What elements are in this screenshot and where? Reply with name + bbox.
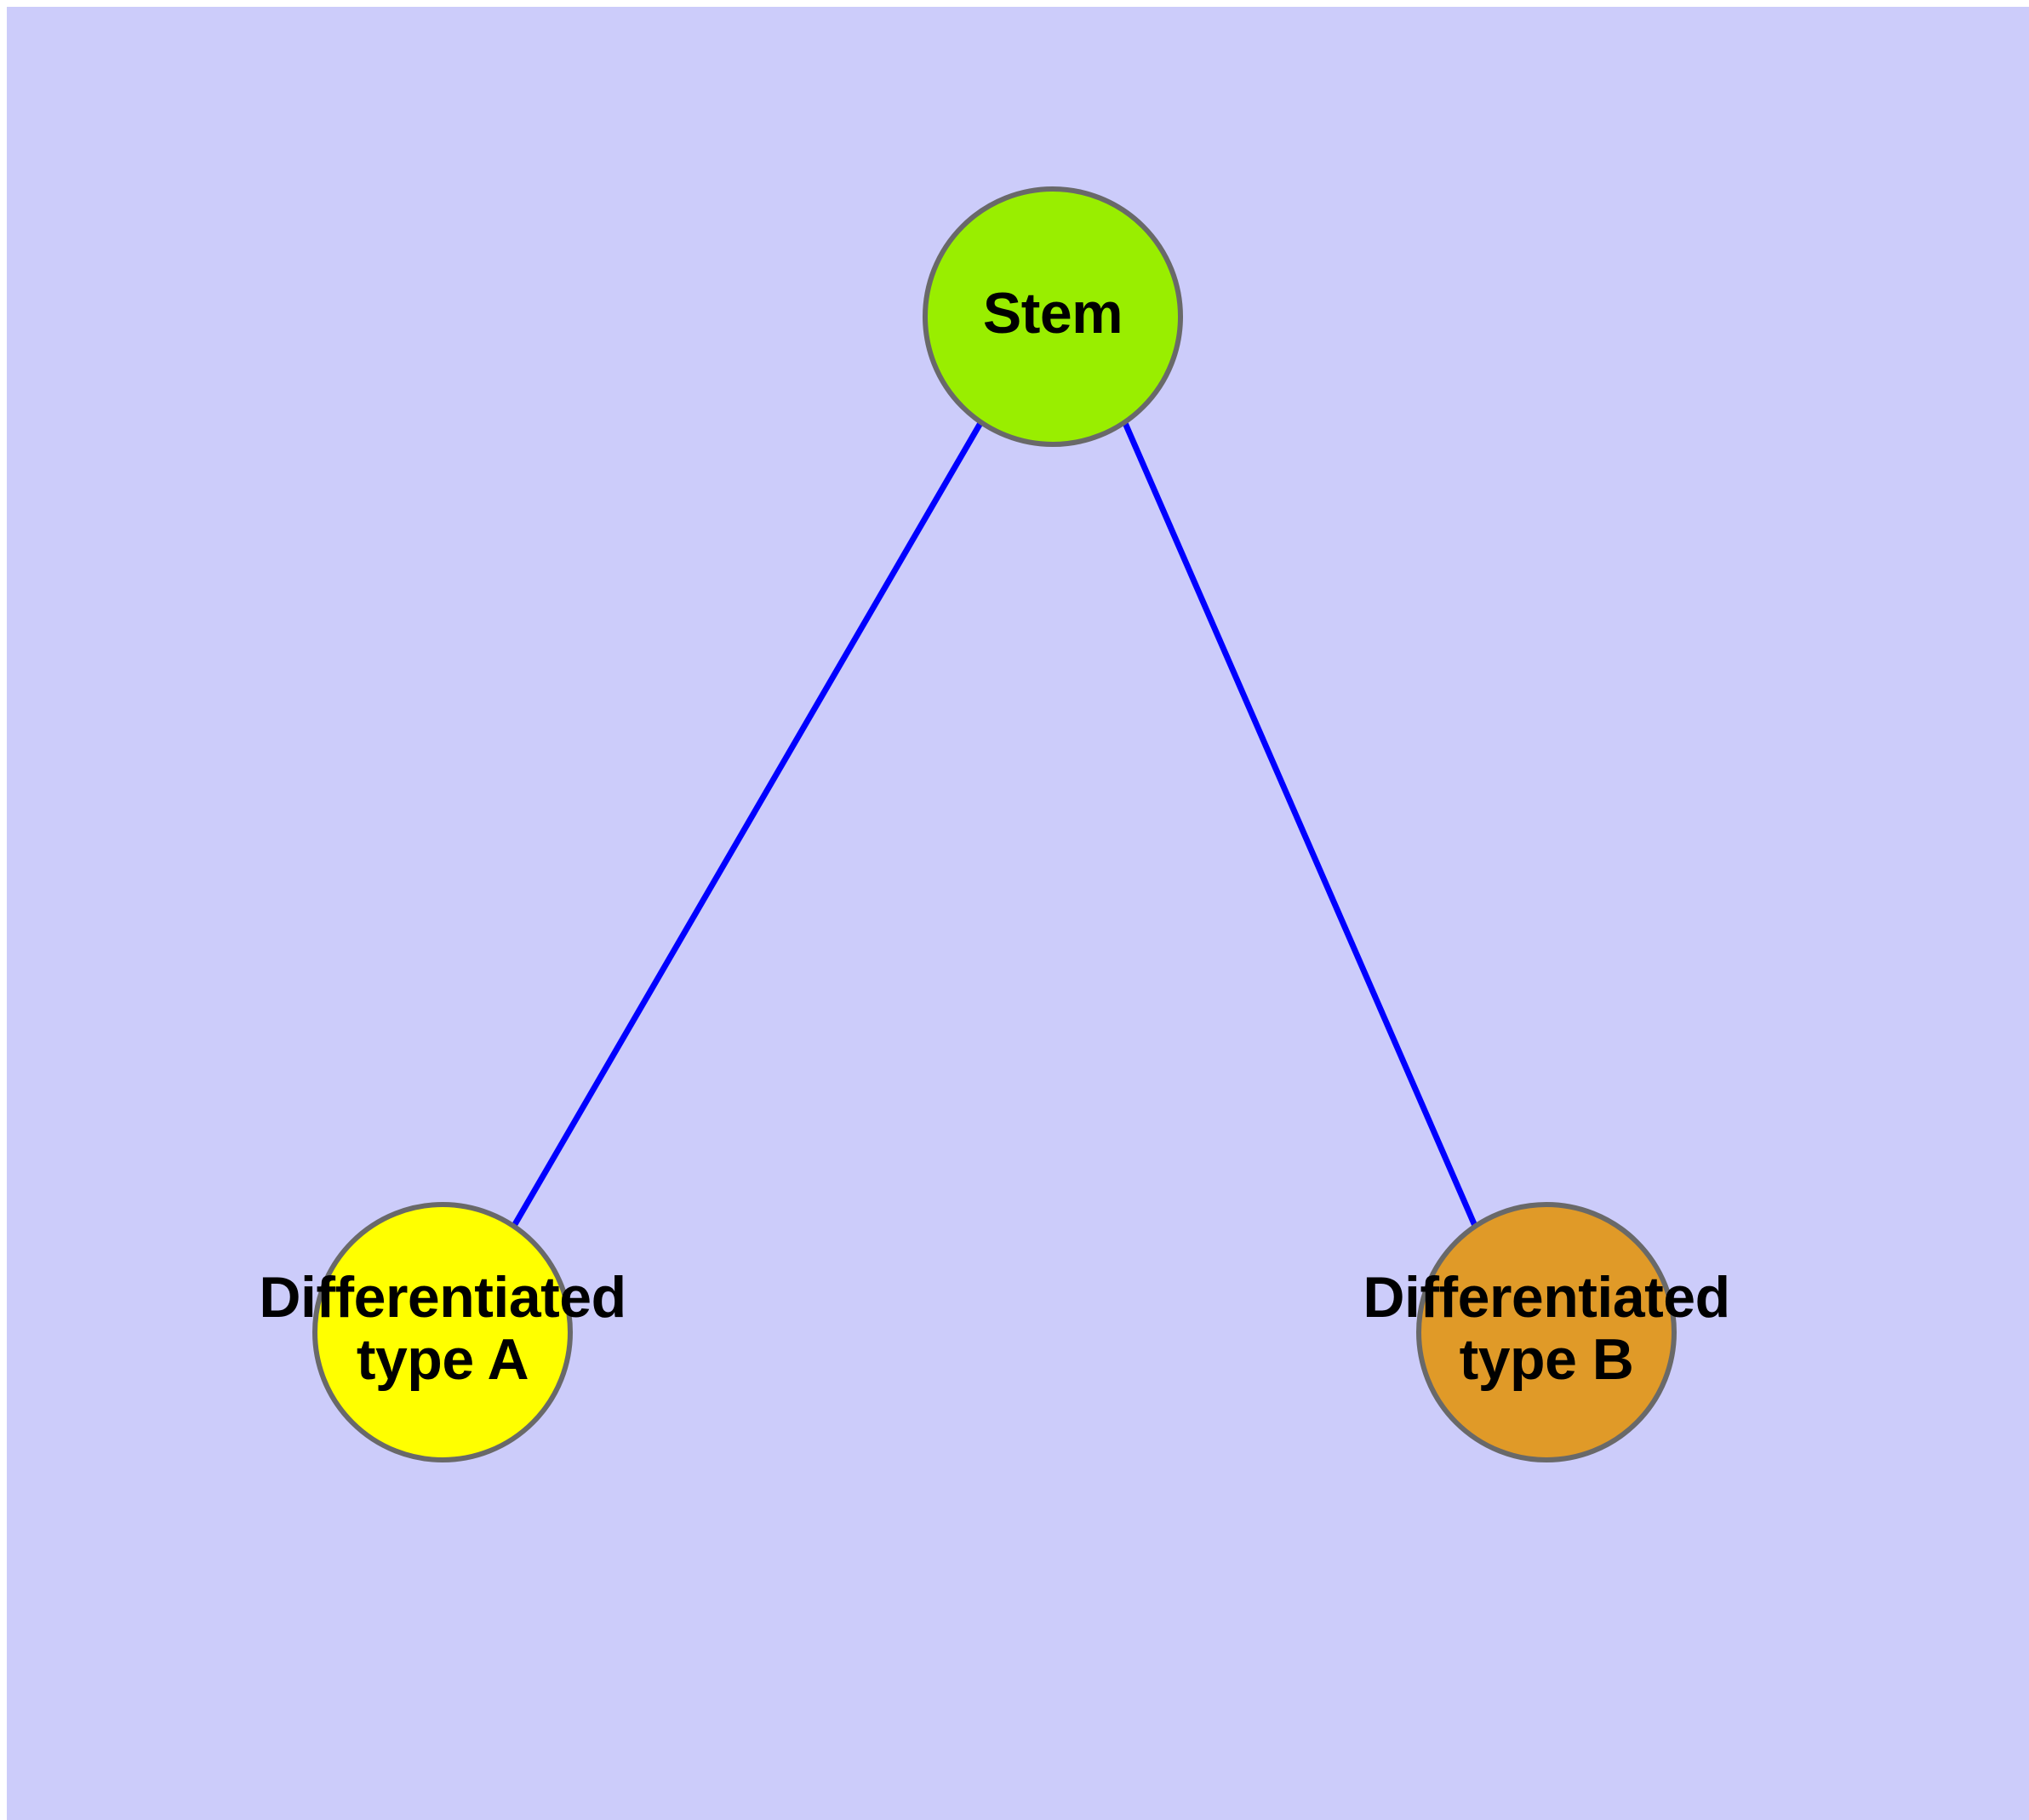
graph-edge-stem-to-a (511, 421, 984, 1228)
graph-node-diff-b[interactable] (1416, 1202, 1677, 1462)
graph-node-stem[interactable] (923, 186, 1183, 447)
graph-edge-stem-to-b (1122, 421, 1478, 1228)
graph-node-diff-a[interactable] (312, 1202, 573, 1462)
